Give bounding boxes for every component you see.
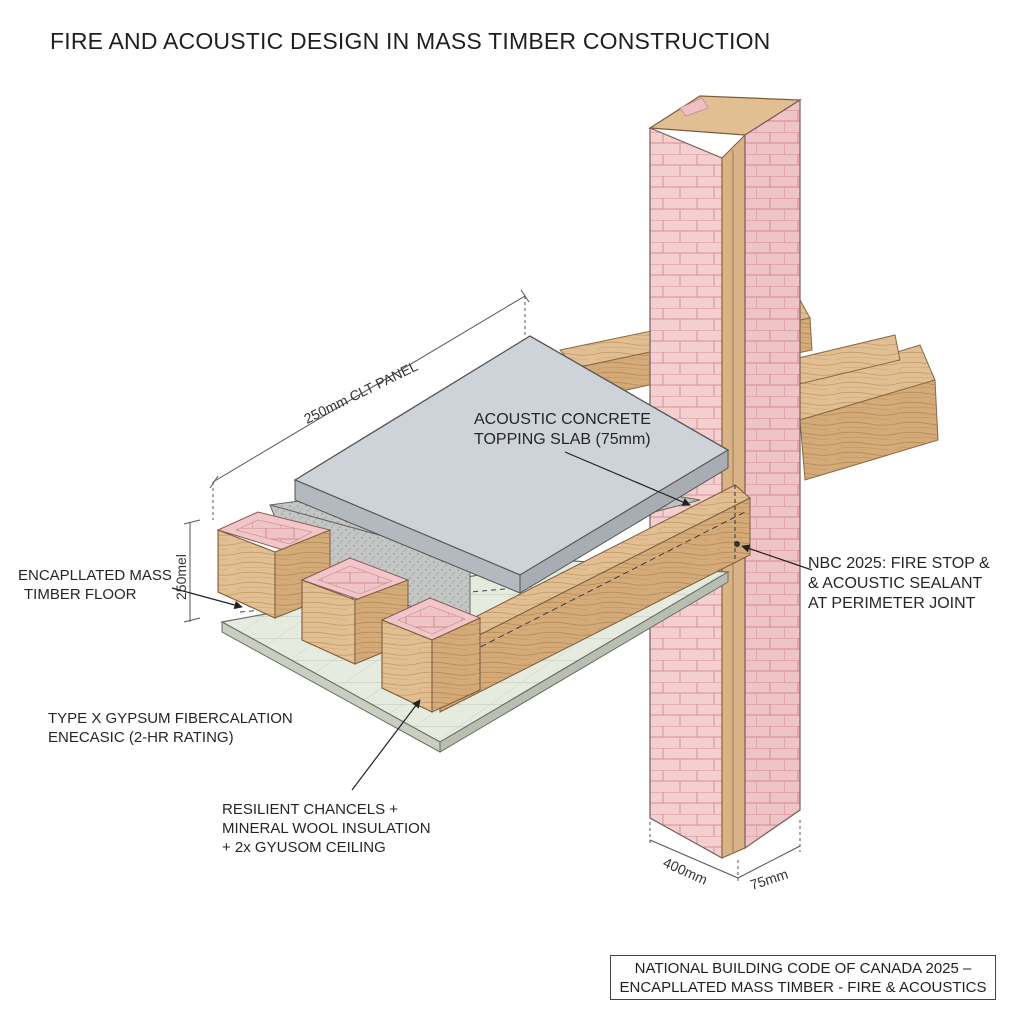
joist-right xyxy=(380,597,482,713)
encapsulated-column xyxy=(648,95,802,860)
topping-slab-label: ACOUSTIC CONCRETE TOPPING SLAB (75mm) xyxy=(474,411,651,448)
dimension-lines xyxy=(183,289,801,884)
code-reference-box: NATIONAL BUILDING CODE OF CANADA 2025 – … xyxy=(610,955,996,1000)
encapsulated-floor-label: ENCAPLLATED MASS TIMBER FLOOR xyxy=(18,567,172,603)
page-title: FIRE AND ACOUSTIC DESIGN IN MASS TIMBER … xyxy=(50,28,771,54)
nbc-fire-stop-label: NBC 2025: FIRE STOP & & ACOUSTIC SEALANT… xyxy=(808,555,990,612)
floor-depth-dimension-label: 250mel xyxy=(173,554,189,600)
column-width-dimension-label: 400mm xyxy=(661,854,710,888)
edge-beam xyxy=(429,484,751,713)
leader-lines xyxy=(171,451,813,791)
perimeter-joint xyxy=(734,485,740,560)
resilient-channels-label: RESILIENT CHANCELS + MINERAL WOOL INSULA… xyxy=(222,801,431,856)
gypsum-encapsulation-label: TYPE X GYPSUM FIBERCALATION ENECASIC (2-… xyxy=(48,710,293,746)
